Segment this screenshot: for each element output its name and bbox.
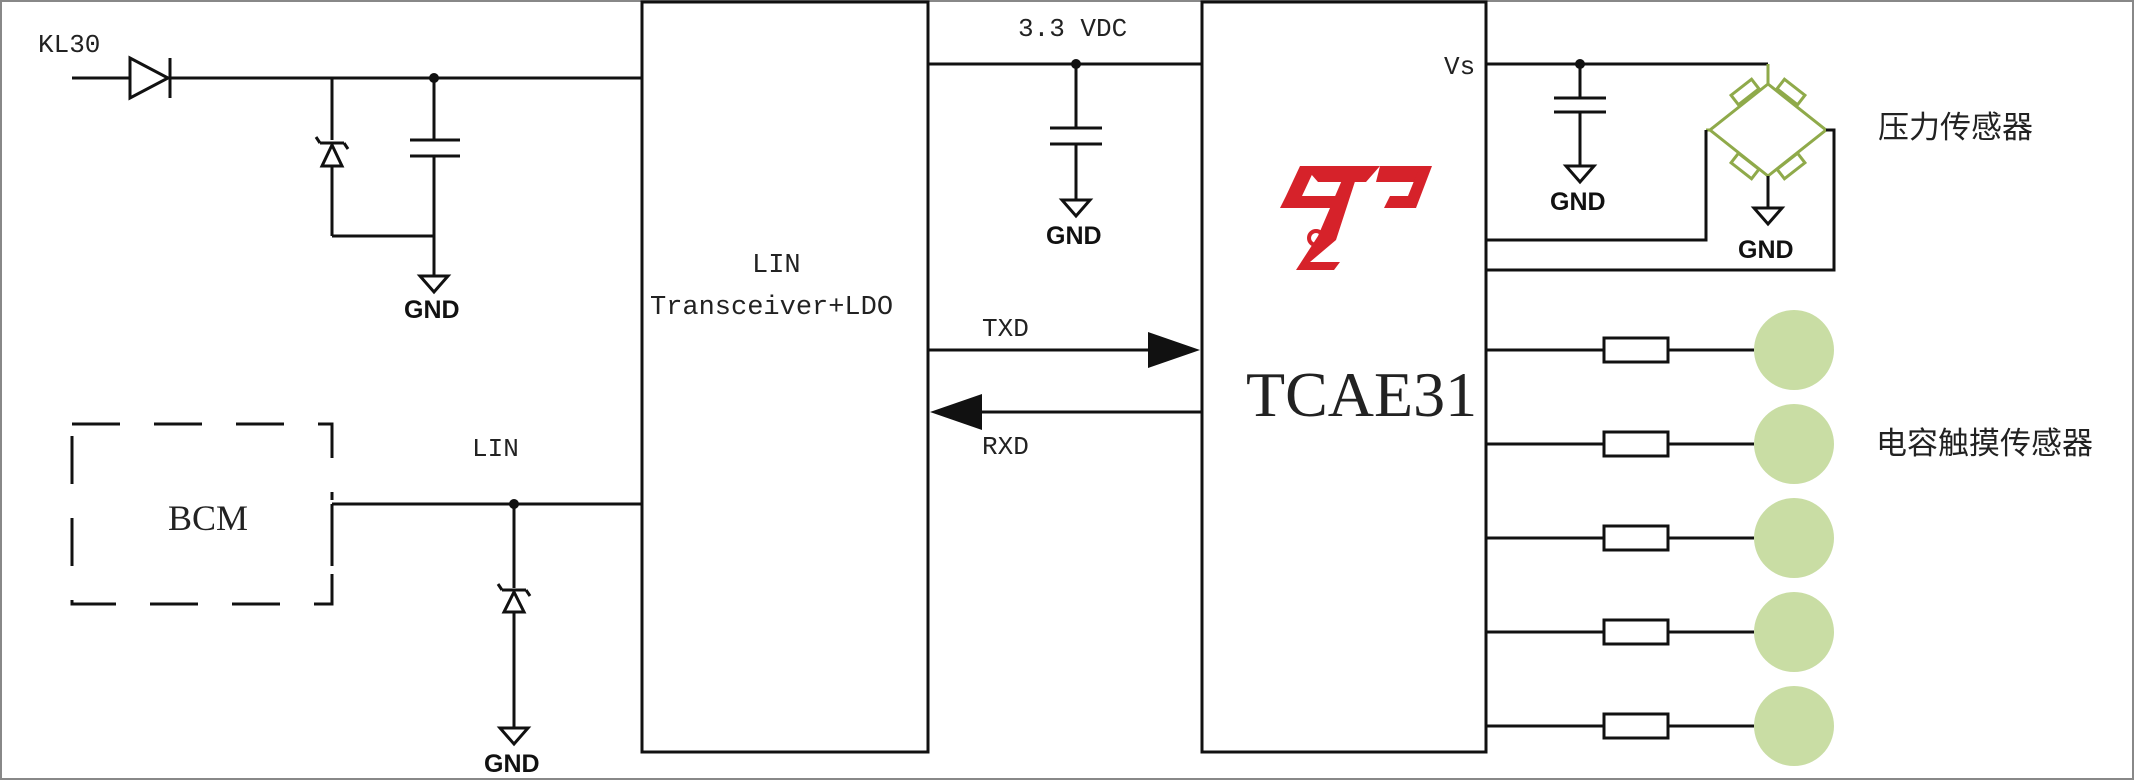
touch-sensor-channel xyxy=(1486,498,1834,578)
tcae31-label: TCAE31 xyxy=(1246,359,1477,430)
touch-sensor-channel xyxy=(1486,592,1834,672)
vdc-label: 3.3 VDC xyxy=(1018,14,1127,44)
txd-label: TXD xyxy=(982,314,1029,344)
vs-label: Vs xyxy=(1444,52,1475,82)
rxd-label: RXD xyxy=(982,432,1029,462)
svg-text:GND: GND xyxy=(484,750,540,778)
pressure-sensor-label: 压力传感器 xyxy=(1878,110,2033,146)
capacitor-symbol xyxy=(410,78,460,276)
pressure-sensor-bridge xyxy=(1706,64,1832,181)
bcm-label: BCM xyxy=(168,498,248,538)
bridge-signal-wire xyxy=(1486,130,1708,242)
touch-sensor-channel xyxy=(1486,404,1834,484)
lin-label: LIN xyxy=(472,434,519,464)
capacitor-symbol xyxy=(1554,64,1606,166)
tcae31-chip-block xyxy=(1200,0,1488,754)
ground-symbol: GND xyxy=(404,274,460,324)
bcm-gap xyxy=(330,500,338,564)
txd-arrow xyxy=(1148,332,1200,368)
svg-text:GND: GND xyxy=(1550,188,1606,216)
svg-text:GND: GND xyxy=(404,296,460,324)
ground-symbol: GND xyxy=(1550,164,1606,216)
tvs-diode-symbol xyxy=(314,78,350,236)
bridge-signal-wire xyxy=(1486,128,1836,272)
ic-left-label-line1: LIN xyxy=(752,251,801,281)
ground-symbol: GND xyxy=(1738,206,1794,264)
tvs-diode-symbol xyxy=(496,504,532,728)
svg-text:GND: GND xyxy=(1738,236,1794,264)
touch-sensor-label: 电容触摸传感器 xyxy=(1876,426,2093,462)
lin-transceiver-ldo-block xyxy=(640,0,930,754)
ground-symbol: GND xyxy=(1046,198,1102,250)
touch-sensor-channel xyxy=(1486,686,1834,766)
capacitor-symbol xyxy=(1050,64,1102,200)
rxd-arrow xyxy=(930,394,982,430)
diode-symbol xyxy=(128,55,172,101)
touch-sensor-channel xyxy=(1486,310,1834,390)
svg-text:GND: GND xyxy=(1046,222,1102,250)
kl30-label: KL30 xyxy=(38,30,100,60)
ic-left-label-line2: Transceiver+LDO xyxy=(650,293,893,323)
ground-symbol: GND xyxy=(484,726,540,778)
company-logo xyxy=(1280,166,1432,270)
